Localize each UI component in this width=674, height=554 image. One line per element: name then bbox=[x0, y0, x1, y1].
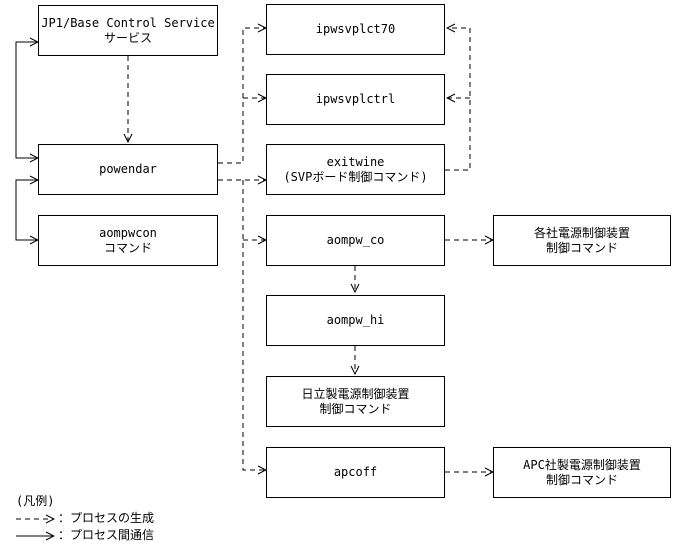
node-label-line1: 各社電源制御装置 bbox=[533, 225, 630, 240]
node-label-line1: aompwcon bbox=[99, 225, 157, 240]
node-label-line1: powendar bbox=[99, 162, 157, 176]
legend-samples bbox=[16, 519, 54, 536]
connector-jp1-powendar bbox=[15, 42, 38, 158]
node-label-line1: apcoff bbox=[333, 465, 378, 479]
node-label-line1: exitwine bbox=[326, 154, 385, 169]
connector-aompwcon-powendar bbox=[15, 180, 38, 240]
node-jp1-base-control-service: JP1/Base Control Service サービス bbox=[38, 5, 218, 56]
node-label-line2: サービス bbox=[103, 30, 152, 45]
node-hitachi-power-control-command: 日立製電源制御装置 制御コマンド bbox=[266, 376, 445, 427]
node-label-line1: ipwsvplct70 bbox=[315, 22, 396, 36]
node-label-line1: APC社製電源制御装置 bbox=[523, 457, 641, 472]
connector-powendar-jp1 bbox=[15, 42, 38, 158]
connector-exitwine-creates-ipwsvplct70 bbox=[445, 28, 471, 171]
legend-dashed-label: ：プロセスの生成 bbox=[58, 511, 155, 525]
node-powendar: powendar bbox=[38, 144, 218, 195]
dashed-connectors bbox=[128, 28, 493, 472]
node-label-line2: (SVPボード制御コマンド) bbox=[283, 169, 428, 184]
node-vendor-power-control-command: 各社電源制御装置 制御コマンド bbox=[493, 215, 671, 266]
node-apc-power-control-command: APC社製電源制御装置 制御コマンド bbox=[493, 447, 671, 498]
node-label-line2: コマンド bbox=[103, 240, 152, 255]
node-label-line2: 制御コマンド bbox=[545, 240, 618, 255]
node-label-line1: aompw_co bbox=[326, 233, 385, 247]
legend-title: (凡例) bbox=[16, 494, 55, 508]
connector-powendar-creates-ipwsvplct70 bbox=[218, 28, 266, 164]
node-exitwine: exitwine (SVPボード制御コマンド) bbox=[266, 144, 445, 195]
node-aompwcon-command: aompwcon コマンド bbox=[38, 215, 218, 266]
connector-powendar-creates-aompw-co bbox=[242, 180, 266, 470]
solid-connectors bbox=[15, 42, 38, 240]
connector-powendar-aompwcon bbox=[15, 180, 38, 240]
node-ipwsvplct70: ipwsvplct70 bbox=[266, 4, 445, 55]
node-label-line1: ipwsvplctrl bbox=[315, 92, 396, 106]
node-label-line2: 制御コマンド bbox=[545, 472, 618, 487]
node-apcoff: apcoff bbox=[266, 447, 445, 498]
node-label-line1: 日立製電源制御装置 bbox=[301, 386, 410, 401]
node-label-line1: JP1/Base Control Service bbox=[41, 15, 215, 30]
node-label-line2: 制御コマンド bbox=[319, 401, 392, 416]
node-label-line1: aompw_hi bbox=[326, 313, 385, 327]
node-aompw-hi: aompw_hi bbox=[266, 295, 445, 346]
legend-solid-label: ：プロセス間通信 bbox=[58, 528, 155, 542]
node-ipwsvplctrl: ipwsvplctrl bbox=[266, 74, 445, 125]
node-aompw-co: aompw_co bbox=[266, 215, 445, 266]
